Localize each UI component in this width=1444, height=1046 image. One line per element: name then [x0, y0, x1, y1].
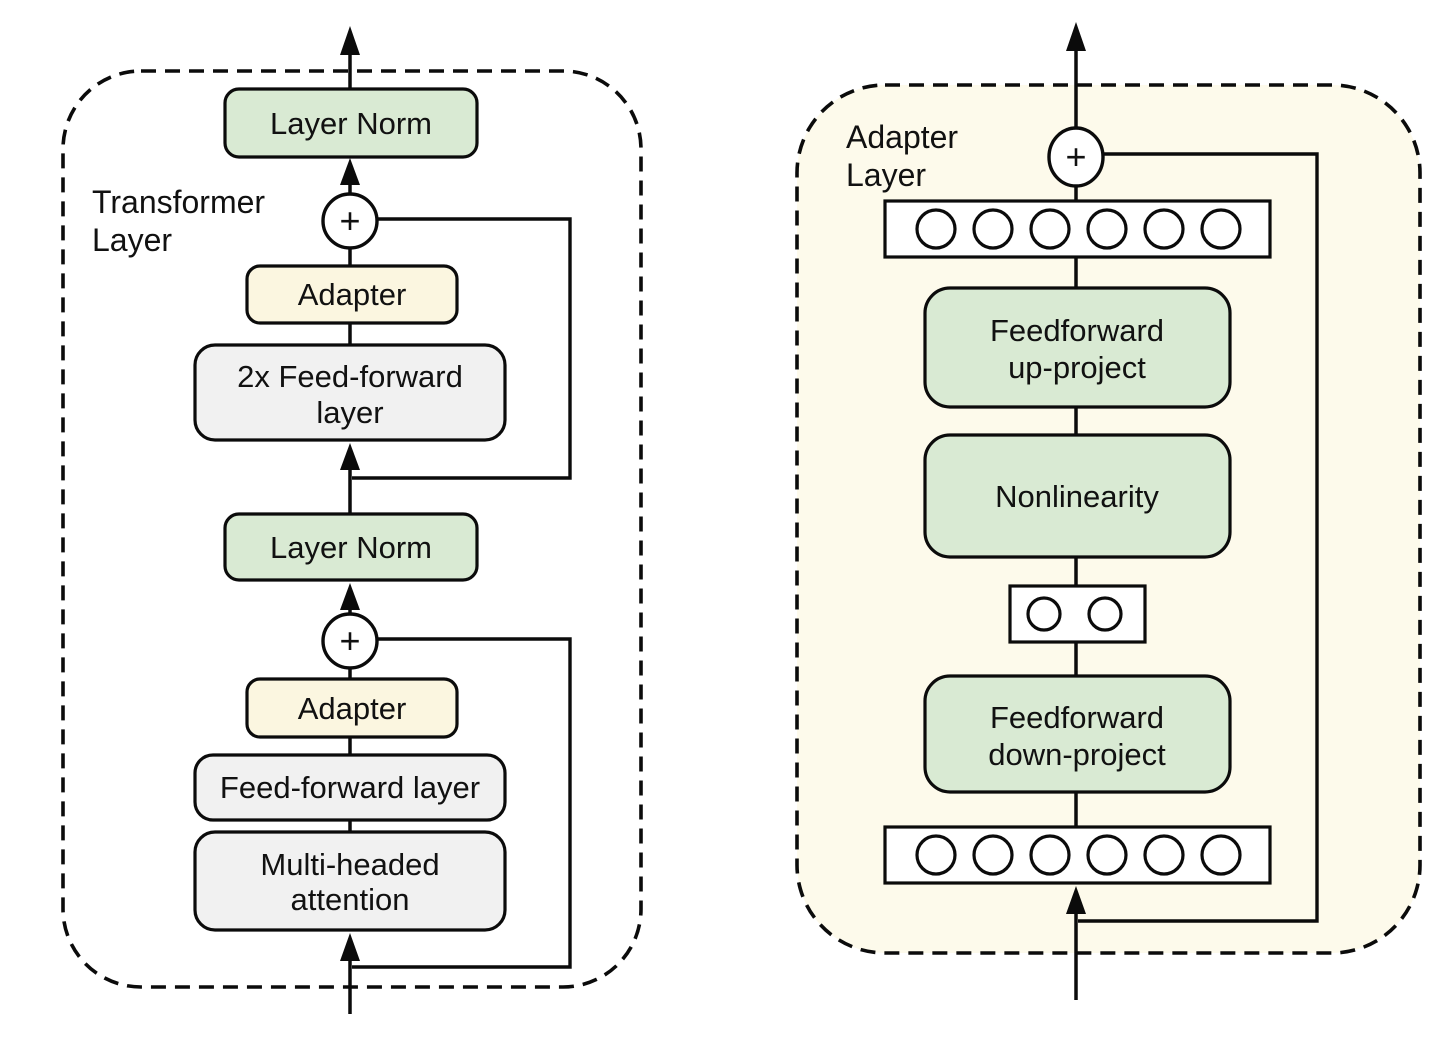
multi-headed-attention-box	[193, 830, 507, 932]
top-feature-row-circles	[915, 208, 1242, 250]
feature-unit-circle	[1200, 834, 1242, 876]
arrowhead-icon	[340, 158, 360, 185]
adapter-panel-label-line2: Layer	[846, 157, 926, 193]
feature-unit-circle	[1086, 834, 1128, 876]
output-arrowhead-icon	[1066, 22, 1086, 51]
adapter-panel-label-line1: Adapter	[846, 119, 958, 155]
layer-norm-bottom-label: Layer Norm	[270, 530, 432, 565]
feedforward-down-project-label-line1: Feedforward	[990, 700, 1164, 735]
feedforward-2x-label-line2: layer	[316, 395, 383, 430]
feature-unit-circle	[1087, 596, 1123, 632]
input-arrowhead-icon	[1066, 886, 1086, 914]
input-arrowhead-icon	[340, 933, 360, 961]
bottleneck-feature-circles	[1026, 596, 1123, 632]
feedforward-up-project-label-line1: Feedforward	[990, 313, 1164, 348]
arrowhead-icon	[340, 443, 360, 470]
layer-norm-top-label: Layer Norm	[270, 106, 432, 141]
adapter-top-box	[245, 264, 459, 325]
feature-unit-circle	[1143, 208, 1185, 250]
multi-headed-attention-label-line1: Multi-headed	[260, 847, 439, 882]
layer-norm-top-box	[223, 87, 479, 159]
transformer-panel-label-line2: Layer	[92, 222, 172, 258]
upper-skip-connection-line	[352, 217, 572, 480]
feature-unit-circle	[972, 834, 1014, 876]
adapter-skip-connection-line	[1078, 152, 1319, 923]
feature-unit-circle	[1086, 208, 1128, 250]
adapter-top-label: Adapter	[298, 277, 407, 312]
feedforward-2x-label-line1: 2x Feed-forward	[237, 359, 463, 394]
adapter-bottom-box	[245, 677, 459, 739]
feature-unit-circle	[915, 208, 957, 250]
feature-unit-circle	[1026, 596, 1062, 632]
feature-unit-circle	[1029, 834, 1071, 876]
multi-headed-attention-label-line2: attention	[291, 882, 410, 917]
arrowhead-icon	[340, 583, 360, 610]
lower-skip-connection-line	[352, 637, 572, 969]
adapter-bottom-label: Adapter	[298, 691, 407, 726]
plus-sign-top: +	[339, 200, 360, 241]
transformer-layer-panel: Transformer Layer Layer Norm + Adapter 2…	[61, 26, 643, 1014]
bottom-feature-row-circles	[915, 834, 1242, 876]
output-arrowhead-icon	[340, 26, 360, 55]
transformer-panel-label-line1: Transformer	[92, 184, 265, 220]
plus-sign: +	[1065, 136, 1086, 177]
nonlinearity-label: Nonlinearity	[995, 479, 1159, 514]
layer-norm-bottom-box	[223, 512, 479, 582]
feedforward-down-project-label-line2: down-project	[988, 737, 1166, 772]
feature-unit-circle	[1029, 208, 1071, 250]
transformer-panel-dashed-border	[61, 69, 643, 989]
feature-unit-circle	[915, 834, 957, 876]
feedforward-up-project-label-line2: up-project	[1008, 350, 1146, 385]
feedforward-layer-label: Feed-forward layer	[220, 770, 480, 805]
adapter-layer-panel: Adapter Layer + Feedforward up-project N…	[795, 22, 1422, 1000]
feature-unit-circle	[1200, 208, 1242, 250]
feature-unit-circle	[1143, 834, 1185, 876]
plus-sign-bottom: +	[339, 620, 360, 661]
feature-unit-circle	[972, 208, 1014, 250]
feedforward-2x-box	[193, 343, 507, 442]
